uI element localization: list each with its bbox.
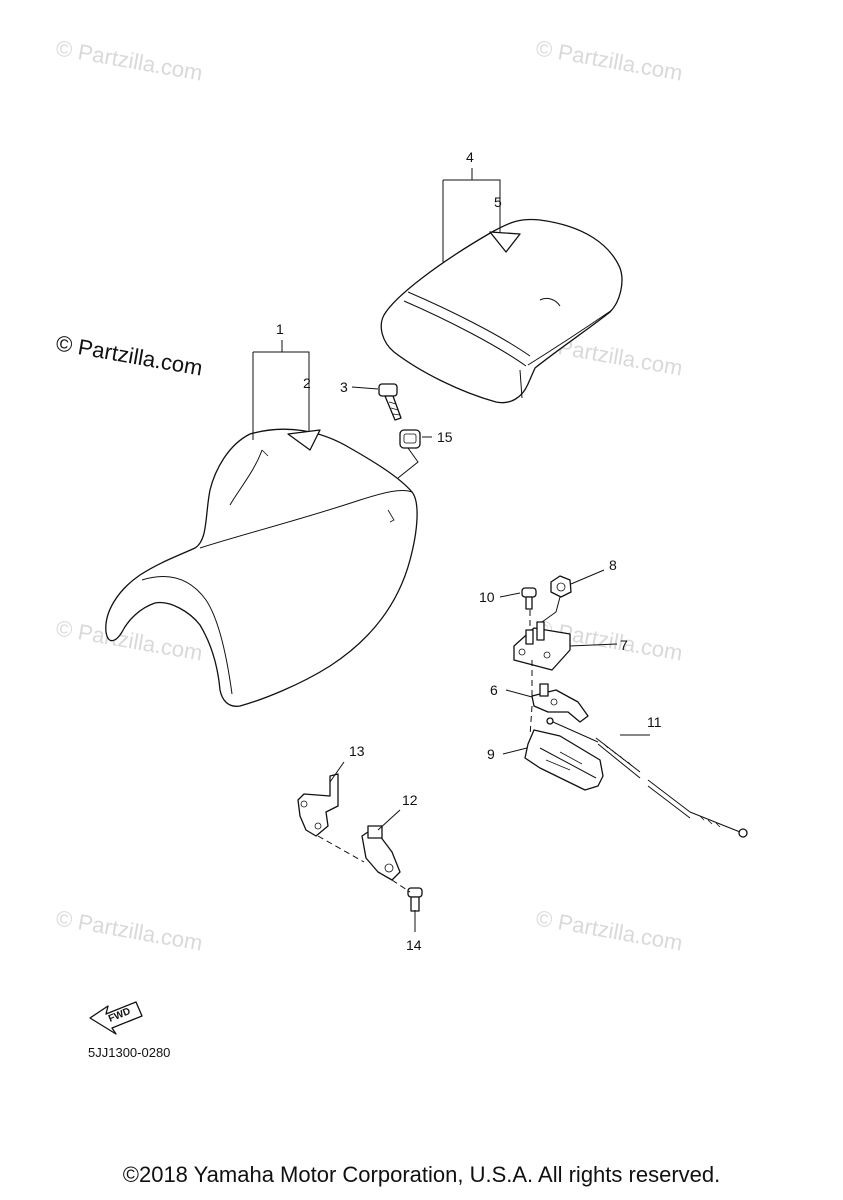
callout-6: 6 [490,682,498,698]
bolt-10 [521,587,537,610]
watermark-text-dark: © Partzilla.com [54,330,204,380]
callout-7: 7 [620,637,628,653]
rear-seat [380,218,623,404]
bracket-13 [297,773,339,837]
callout-5: 5 [494,194,502,210]
callout-10: 10 [479,589,495,605]
callout-8: 8 [609,557,617,573]
cable-11 [546,717,748,838]
lock-bracket-6 [531,683,589,723]
callout-4: 4 [466,149,474,165]
callout-9: 9 [487,746,495,762]
diagram-code: 5JJ1300-0280 [88,1045,170,1060]
front-seat [105,428,418,707]
watermark-text: © Partzilla.com [534,35,684,85]
lock-12 [361,825,401,881]
bracket-7 [513,621,571,671]
callout-11: 11 [647,714,662,730]
callout-12: 12 [402,792,418,808]
callout-1: 1 [276,321,284,337]
bolt-3 [378,383,402,421]
grommet-15 [399,429,421,449]
callout-15: 15 [437,429,453,445]
watermark-text: © Partzilla.com [534,905,684,955]
fwd-arrow: FWD [89,1001,143,1035]
callout-14: 14 [406,937,422,953]
watermark-text: © Partzilla.com [54,615,204,665]
screw-14 [407,887,423,912]
holder-9 [524,729,604,791]
watermark-text: © Partzilla.com [54,35,204,85]
leader-lines [252,168,650,932]
callout-3: 3 [340,379,348,395]
nut-8 [550,575,572,598]
copyright-notice: ©2018 Yamaha Motor Corporation, U.S.A. A… [122,1162,721,1187]
callout-2: 2 [303,375,311,391]
watermark-text: © Partzilla.com [54,905,204,955]
callout-13: 13 [349,743,365,759]
callouts: 4 5 1 2 3 15 8 10 7 6 11 9 13 12 14 [276,149,662,953]
